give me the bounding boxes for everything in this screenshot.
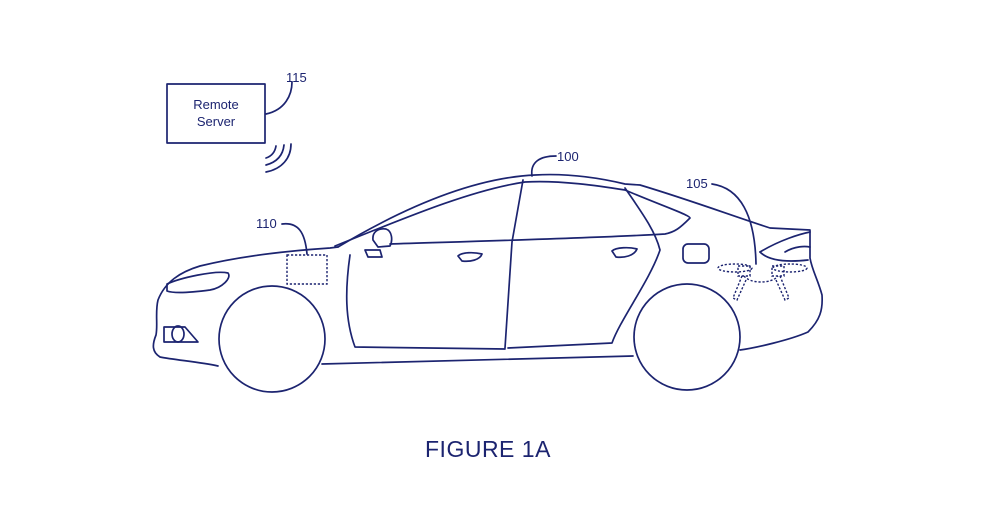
- ref-115: 115: [286, 70, 307, 85]
- remote-server-box: [166, 83, 266, 144]
- ref-105: 105: [686, 176, 708, 191]
- remote-server-label-line1: Remote: [193, 97, 239, 112]
- leader-115: [265, 81, 293, 115]
- leader-100: [530, 155, 557, 177]
- ref-110: 110: [256, 216, 277, 231]
- leader-110: [281, 222, 308, 255]
- vehicle-outline: [152, 173, 824, 393]
- ref-100: 100: [557, 149, 579, 164]
- remote-server-label: Remote Server: [167, 96, 265, 130]
- controller-box: [286, 254, 328, 285]
- figure-caption: FIGURE 1A: [425, 436, 551, 462]
- wireless-signal-icon: [265, 143, 292, 173]
- remote-server-label-line2: Server: [196, 114, 236, 129]
- drone-icon: [717, 263, 808, 301]
- leader-105: [711, 183, 757, 265]
